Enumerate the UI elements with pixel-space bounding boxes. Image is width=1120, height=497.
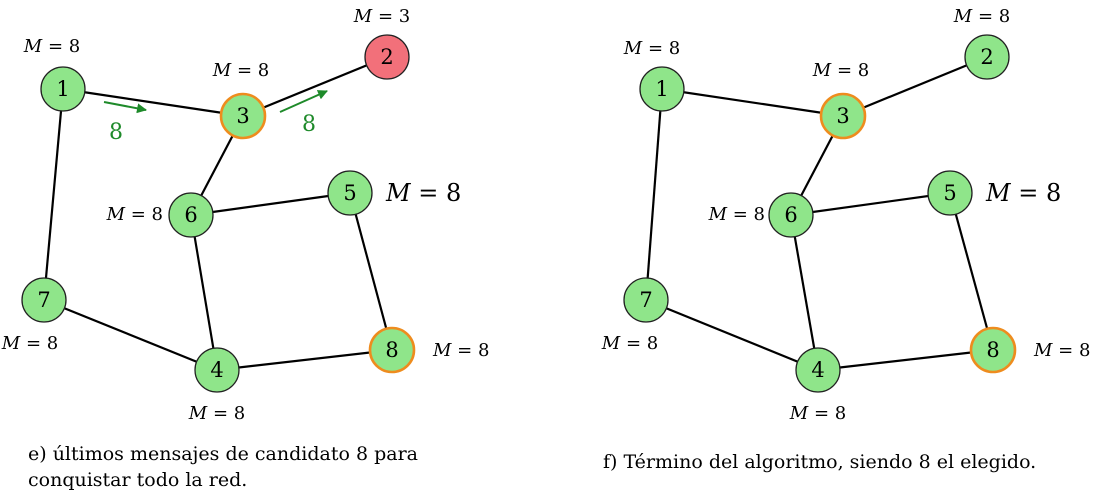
- node-5: [927, 170, 973, 216]
- node-7: [21, 277, 67, 323]
- node-1: [40, 66, 86, 112]
- edge-7-4: [645, 298, 819, 372]
- edge-6-5: [190, 191, 351, 217]
- node-label-2: 2: [980, 45, 993, 69]
- node-label-6: 6: [184, 203, 197, 227]
- m-label-node-4: M = 8: [789, 403, 846, 424]
- m-label-node-5: M = 8: [985, 179, 1061, 207]
- node-label-5: 5: [943, 181, 956, 205]
- node-7: [623, 277, 669, 323]
- m-label-node-4: M = 8: [188, 403, 245, 424]
- node-3: [819, 92, 867, 140]
- m-label-node-1: M = 8: [623, 38, 680, 59]
- node-2: [364, 34, 410, 80]
- edge-5-8: [948, 192, 995, 351]
- edge-6-5: [790, 191, 951, 217]
- node-4: [795, 347, 841, 393]
- m-label-node-2: M = 8: [953, 6, 1010, 27]
- edge-4-8: [216, 348, 393, 372]
- edge-3-2: [842, 55, 988, 118]
- m-label-node-8: M = 8: [1033, 340, 1090, 361]
- edge-1-3: [62, 87, 244, 118]
- node-label-8: 8: [385, 338, 398, 362]
- edge-1-7: [644, 88, 664, 301]
- m-label-node-7: M = 8: [601, 333, 658, 354]
- node-label-3: 3: [236, 104, 249, 128]
- m-label-node-2: M = 3: [353, 6, 410, 27]
- node-8: [969, 326, 1017, 374]
- edge-6-4: [189, 214, 219, 371]
- m-label-node-3: M = 8: [212, 60, 269, 81]
- node-6: [768, 192, 814, 238]
- node-label-7: 7: [639, 288, 652, 312]
- node-label-7: 7: [37, 288, 50, 312]
- edge-1-7: [42, 88, 65, 301]
- edge-1-3: [661, 87, 844, 118]
- message-value-1-3: 8: [109, 120, 123, 145]
- node-label-5: 5: [343, 181, 356, 205]
- m-label-node-6: M = 8: [106, 204, 163, 225]
- node-6: [168, 192, 214, 238]
- edge-6-4: [789, 214, 820, 371]
- node-label-8: 8: [986, 338, 999, 362]
- m-label-node-3: M = 8: [812, 60, 869, 81]
- node-label-3: 3: [836, 104, 849, 128]
- node-label-1: 1: [56, 77, 69, 101]
- panel-f-graph: 1 M = 8 2 M = 8 3 M = 8 4 M = 8 5 M = 8 6 M = 8 7 M =…: [601, 6, 1091, 424]
- node-8: [368, 326, 416, 374]
- edge-4-8: [817, 348, 994, 372]
- m-label-node-1: M = 8: [23, 36, 80, 57]
- m-label-node-5: M = 8: [385, 179, 461, 207]
- edge-7-4: [43, 298, 218, 372]
- edge-5-8: [348, 192, 394, 351]
- node-3: [219, 92, 267, 140]
- m-label-node-6: M = 8: [708, 204, 765, 225]
- message-value-3-2: 8: [302, 112, 316, 137]
- node-5: [327, 170, 373, 216]
- node-2: [964, 34, 1010, 80]
- message-arrow-1-3: [103, 101, 147, 114]
- m-label-node-8: M = 8: [432, 340, 489, 361]
- m-label-node-7: M = 8: [1, 333, 58, 354]
- node-label-4: 4: [210, 358, 223, 382]
- node-label-1: 1: [655, 77, 668, 101]
- node-1: [639, 66, 685, 112]
- caption-f: f) Término del algoritmo, siendo 8 el el…: [603, 451, 1037, 473]
- node-label-4: 4: [811, 358, 824, 382]
- edge-3-2: [242, 55, 388, 118]
- node-label-6: 6: [784, 203, 797, 227]
- caption-e: e) últimos mensajes de candidato 8 para …: [28, 443, 418, 491]
- node-4: [194, 347, 240, 393]
- node-label-2: 2: [380, 45, 393, 69]
- message-arrow-3-2: [279, 90, 328, 113]
